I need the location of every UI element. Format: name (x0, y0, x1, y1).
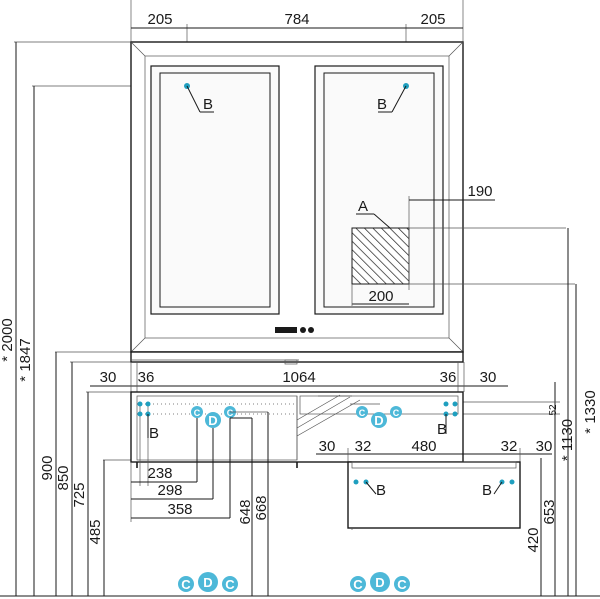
dim-784: 784 (284, 11, 309, 28)
svg-text:C: C (194, 408, 201, 418)
svg-text:C: C (181, 577, 191, 592)
marker-c (350, 576, 366, 592)
dim-30-left: 30 (319, 438, 336, 455)
dim-30-left: 30 (100, 369, 117, 386)
dim-52: 52 (548, 404, 559, 416)
dim-205-right: 205 (420, 11, 445, 28)
left-axis-dimensions: * 2000 * 1847 900 850 725 485 (0, 41, 600, 597)
dim-30-right: 30 (536, 438, 553, 455)
marker-c (222, 576, 238, 592)
svg-text:D: D (375, 575, 384, 590)
lower-left-dimensions: 238 298 358 648 668 (130, 411, 270, 596)
vanity-counter: 30 36 1064 36 30 B B C (90, 351, 508, 486)
label-b: B (376, 482, 386, 499)
mirror-sensor-icon (300, 327, 306, 333)
dim-30-right: 30 (480, 369, 497, 386)
svg-text:C: C (359, 408, 366, 418)
svg-text:D: D (208, 413, 217, 428)
marker-d (370, 572, 390, 592)
marker-d (205, 412, 221, 428)
dim-32-right: 32 (501, 438, 518, 455)
right-axis-dimensions: * 1330 * 1130 653 420 52 (458, 228, 599, 596)
dim-298: 298 (157, 482, 182, 499)
dim-480: 480 (411, 438, 436, 455)
dim-668: 668 (253, 495, 270, 520)
svg-text:C: C (227, 408, 234, 418)
svg-text:C: C (353, 577, 363, 592)
mirror-sensor-icon (308, 327, 314, 333)
dim-36-left: 36 (138, 369, 155, 386)
label-b: B (149, 425, 159, 442)
drawer-body (347, 461, 521, 529)
label-b: B (437, 421, 447, 438)
label-b: B (482, 482, 492, 499)
dim-358: 358 (167, 501, 192, 518)
label-a: A (358, 198, 368, 215)
dim-653: 653 (541, 499, 558, 524)
label-b: B (203, 96, 213, 113)
dim-648: 648 (237, 499, 254, 524)
top-dimensions: 205 784 205 (130, 0, 464, 85)
marker-c (394, 576, 410, 592)
dim-485: 485 (87, 519, 104, 544)
floor-markers: C D C C D C (178, 572, 410, 592)
dim-200: 200 (368, 288, 393, 305)
dim-238: 238 (147, 465, 172, 482)
dim-205-left: 205 (147, 11, 172, 28)
dim-420: 420 (525, 527, 542, 552)
dim-900: 900 (39, 455, 56, 480)
label-b: B (377, 96, 387, 113)
dim-1130: * 1130 (559, 419, 576, 461)
dim-1847: * 1847 (17, 338, 34, 381)
dim-1064: 1064 (282, 369, 315, 386)
marker-c (191, 406, 203, 418)
mirror-left-panel (150, 65, 280, 315)
marker-d (198, 572, 218, 592)
dim-36-right: 36 (440, 369, 457, 386)
drawer-unit: 30 32 480 32 30 B B (316, 438, 552, 530)
dim-850: 850 (55, 465, 72, 490)
mirror: B B A 190 200 (130, 41, 575, 353)
dim-1330: * 1330 (582, 390, 599, 433)
marker-c (390, 406, 402, 418)
marker-c (178, 576, 194, 592)
svg-text:C: C (393, 408, 400, 418)
marker-d (371, 412, 387, 428)
svg-text:D: D (374, 413, 383, 428)
dim-2000: * 2000 (0, 318, 16, 361)
svg-text:C: C (225, 577, 235, 592)
mirror-switch (275, 327, 297, 333)
dim-725: 725 (71, 482, 88, 507)
svg-text:C: C (397, 577, 407, 592)
marker-c (356, 406, 368, 418)
dim-32-left: 32 (355, 438, 372, 455)
zone-a-hatched (351, 227, 410, 285)
dim-190: 190 (467, 183, 492, 200)
svg-text:D: D (203, 575, 212, 590)
